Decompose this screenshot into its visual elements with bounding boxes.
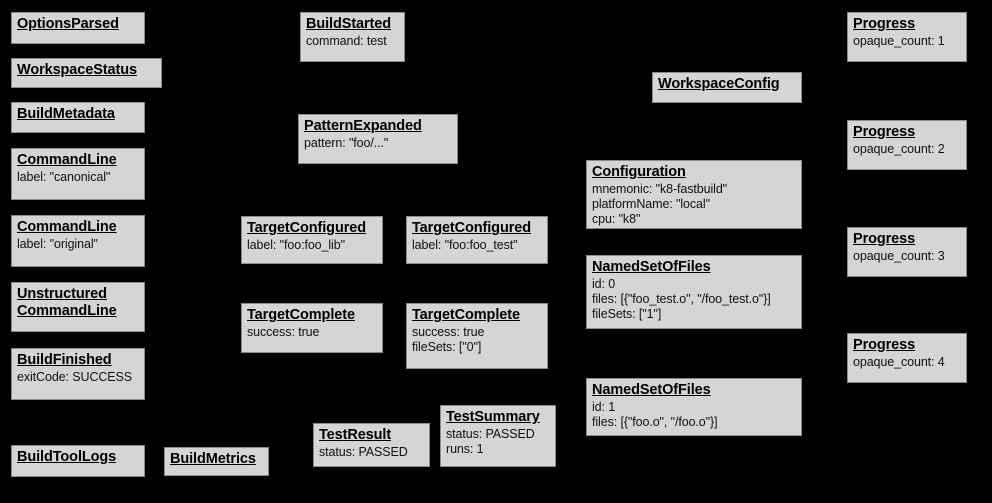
event-node-field: opaque_count: 4 — [853, 355, 945, 370]
event-node-build-metrics[interactable]: BuildMetrics — [164, 447, 269, 476]
event-node-fields: pattern: "foo/..." — [304, 136, 452, 151]
event-node-field: fileSets: ["0"] — [412, 339, 482, 354]
event-node-target-configured-foo-test[interactable]: TargetConfigured label: "foo:foo_test" — [406, 216, 548, 264]
event-node-test-result[interactable]: TestResult status: PASSED — [313, 423, 430, 467]
event-node-title: BuildMetadata — [17, 106, 115, 122]
event-node-unstructured-command-line[interactable]: Unstructured CommandLine — [11, 282, 145, 332]
event-node-title: TestSummary — [446, 409, 540, 425]
event-node-build-tool-logs[interactable]: BuildToolLogs — [11, 445, 145, 477]
event-node-title: CommandLine — [17, 219, 117, 235]
event-node-fields: success: true — [247, 325, 377, 340]
event-node-field: fileSets: ["1"] — [592, 306, 662, 321]
event-node-fields: opaque_count: 2 — [853, 142, 961, 157]
event-node-field: files: [{"foo_test.o", "/foo_test.o"}] — [592, 291, 771, 306]
event-node-workspace-status[interactable]: WorkspaceStatus — [11, 58, 162, 88]
event-node-title: BuildFinished — [17, 352, 112, 368]
event-node-options-parsed[interactable]: OptionsParsed — [11, 12, 145, 44]
event-node-fields: exitCode: SUCCESS — [17, 370, 139, 385]
event-node-field: platformName: "local" — [592, 196, 710, 211]
event-node-configuration[interactable]: Configuration mnemonic: "k8-fastbuild"pla… — [586, 160, 802, 229]
event-node-title: TestResult — [319, 427, 392, 443]
event-node-title: Configuration — [592, 164, 686, 180]
event-node-title: TargetComplete — [412, 307, 520, 323]
event-node-fields: mnemonic: "k8-fastbuild"platformName: "l… — [592, 182, 796, 226]
event-node-title: BuildMetrics — [170, 451, 256, 467]
event-node-title: TargetComplete — [247, 307, 355, 323]
event-node-fields: label: "foo:foo_test" — [412, 238, 542, 253]
event-node-field: cpu: "k8" — [592, 211, 641, 226]
event-node-title: Progress — [853, 124, 916, 140]
event-node-field: pattern: "foo/..." — [304, 136, 389, 151]
event-node-title: Progress — [853, 337, 916, 353]
event-node-progress-1[interactable]: Progress opaque_count: 1 — [847, 12, 967, 62]
event-node-build-started[interactable]: BuildStarted command: test — [300, 12, 405, 62]
event-node-build-finished[interactable]: BuildFinished exitCode: SUCCESS — [11, 348, 145, 400]
event-node-workspace-config[interactable]: WorkspaceConfig — [652, 72, 802, 103]
event-node-title: OptionsParsed — [17, 16, 119, 32]
event-node-progress-3[interactable]: Progress opaque_count: 3 — [847, 227, 967, 277]
event-node-target-complete-lib[interactable]: TargetComplete success: true — [241, 303, 383, 353]
event-node-title: BuildStarted — [306, 16, 392, 32]
event-node-field: command: test — [306, 34, 387, 49]
event-node-fields: label: "canonical" — [17, 170, 139, 185]
event-node-title: TargetConfigured — [412, 220, 531, 236]
event-node-target-configured-foo-lib[interactable]: TargetConfigured label: "foo:foo_lib" — [241, 216, 383, 264]
event-node-progress-2[interactable]: Progress opaque_count: 2 — [847, 120, 967, 170]
event-node-fields: opaque_count: 4 — [853, 355, 961, 370]
event-node-field: label: "foo:foo_lib" — [247, 238, 345, 253]
event-node-field: opaque_count: 2 — [853, 142, 945, 157]
event-node-field: status: PASSED — [446, 427, 535, 442]
event-node-title: WorkspaceConfig — [658, 76, 780, 92]
event-node-field: label: "original" — [17, 237, 98, 252]
event-node-title: Progress — [853, 231, 916, 247]
event-node-field: success: true — [247, 325, 320, 340]
event-node-build-metadata[interactable]: BuildMetadata — [11, 102, 145, 133]
event-node-command-line-canonical[interactable]: CommandLine label: "canonical" — [11, 148, 145, 200]
event-node-field: success: true — [412, 325, 485, 340]
event-node-fields: label: "original" — [17, 237, 139, 252]
event-node-title: TargetConfigured — [247, 220, 366, 236]
event-node-field: id: 1 — [592, 400, 616, 415]
event-node-fields: label: "foo:foo_lib" — [247, 238, 377, 253]
event-node-title: PatternExpanded — [304, 118, 422, 134]
event-node-field: id: 0 — [592, 277, 616, 292]
event-node-title: NamedSetOfFiles — [592, 382, 711, 398]
event-node-pattern-expanded[interactable]: PatternExpanded pattern: "foo/..." — [298, 114, 458, 164]
event-node-progress-4[interactable]: Progress opaque_count: 4 — [847, 333, 967, 383]
event-node-field: label: "canonical" — [17, 170, 111, 185]
event-node-fields: opaque_count: 1 — [853, 34, 961, 49]
event-node-title: CommandLine — [17, 152, 117, 168]
event-node-title: BuildToolLogs — [17, 449, 117, 465]
event-node-title: Unstructured CommandLine — [17, 286, 117, 320]
event-node-field: status: PASSED — [319, 445, 408, 460]
event-node-field: label: "foo:foo_test" — [412, 238, 518, 253]
event-node-title: Progress — [853, 16, 916, 32]
event-node-field: opaque_count: 1 — [853, 34, 945, 49]
event-node-title: NamedSetOfFiles — [592, 259, 711, 275]
event-node-field: mnemonic: "k8-fastbuild" — [592, 182, 728, 197]
event-node-field: exitCode: SUCCESS — [17, 370, 133, 385]
event-node-field: runs: 1 — [446, 441, 484, 456]
event-node-command-line-original[interactable]: CommandLine label: "original" — [11, 215, 145, 267]
event-node-fields: status: PASSED — [319, 445, 424, 460]
event-node-field: opaque_count: 3 — [853, 249, 945, 264]
event-node-fields: opaque_count: 3 — [853, 249, 961, 264]
event-node-fields: command: test — [306, 34, 399, 49]
event-node-title: WorkspaceStatus — [17, 62, 137, 78]
event-node-field: files: [{"foo.o", "/foo.o"}] — [592, 414, 718, 429]
